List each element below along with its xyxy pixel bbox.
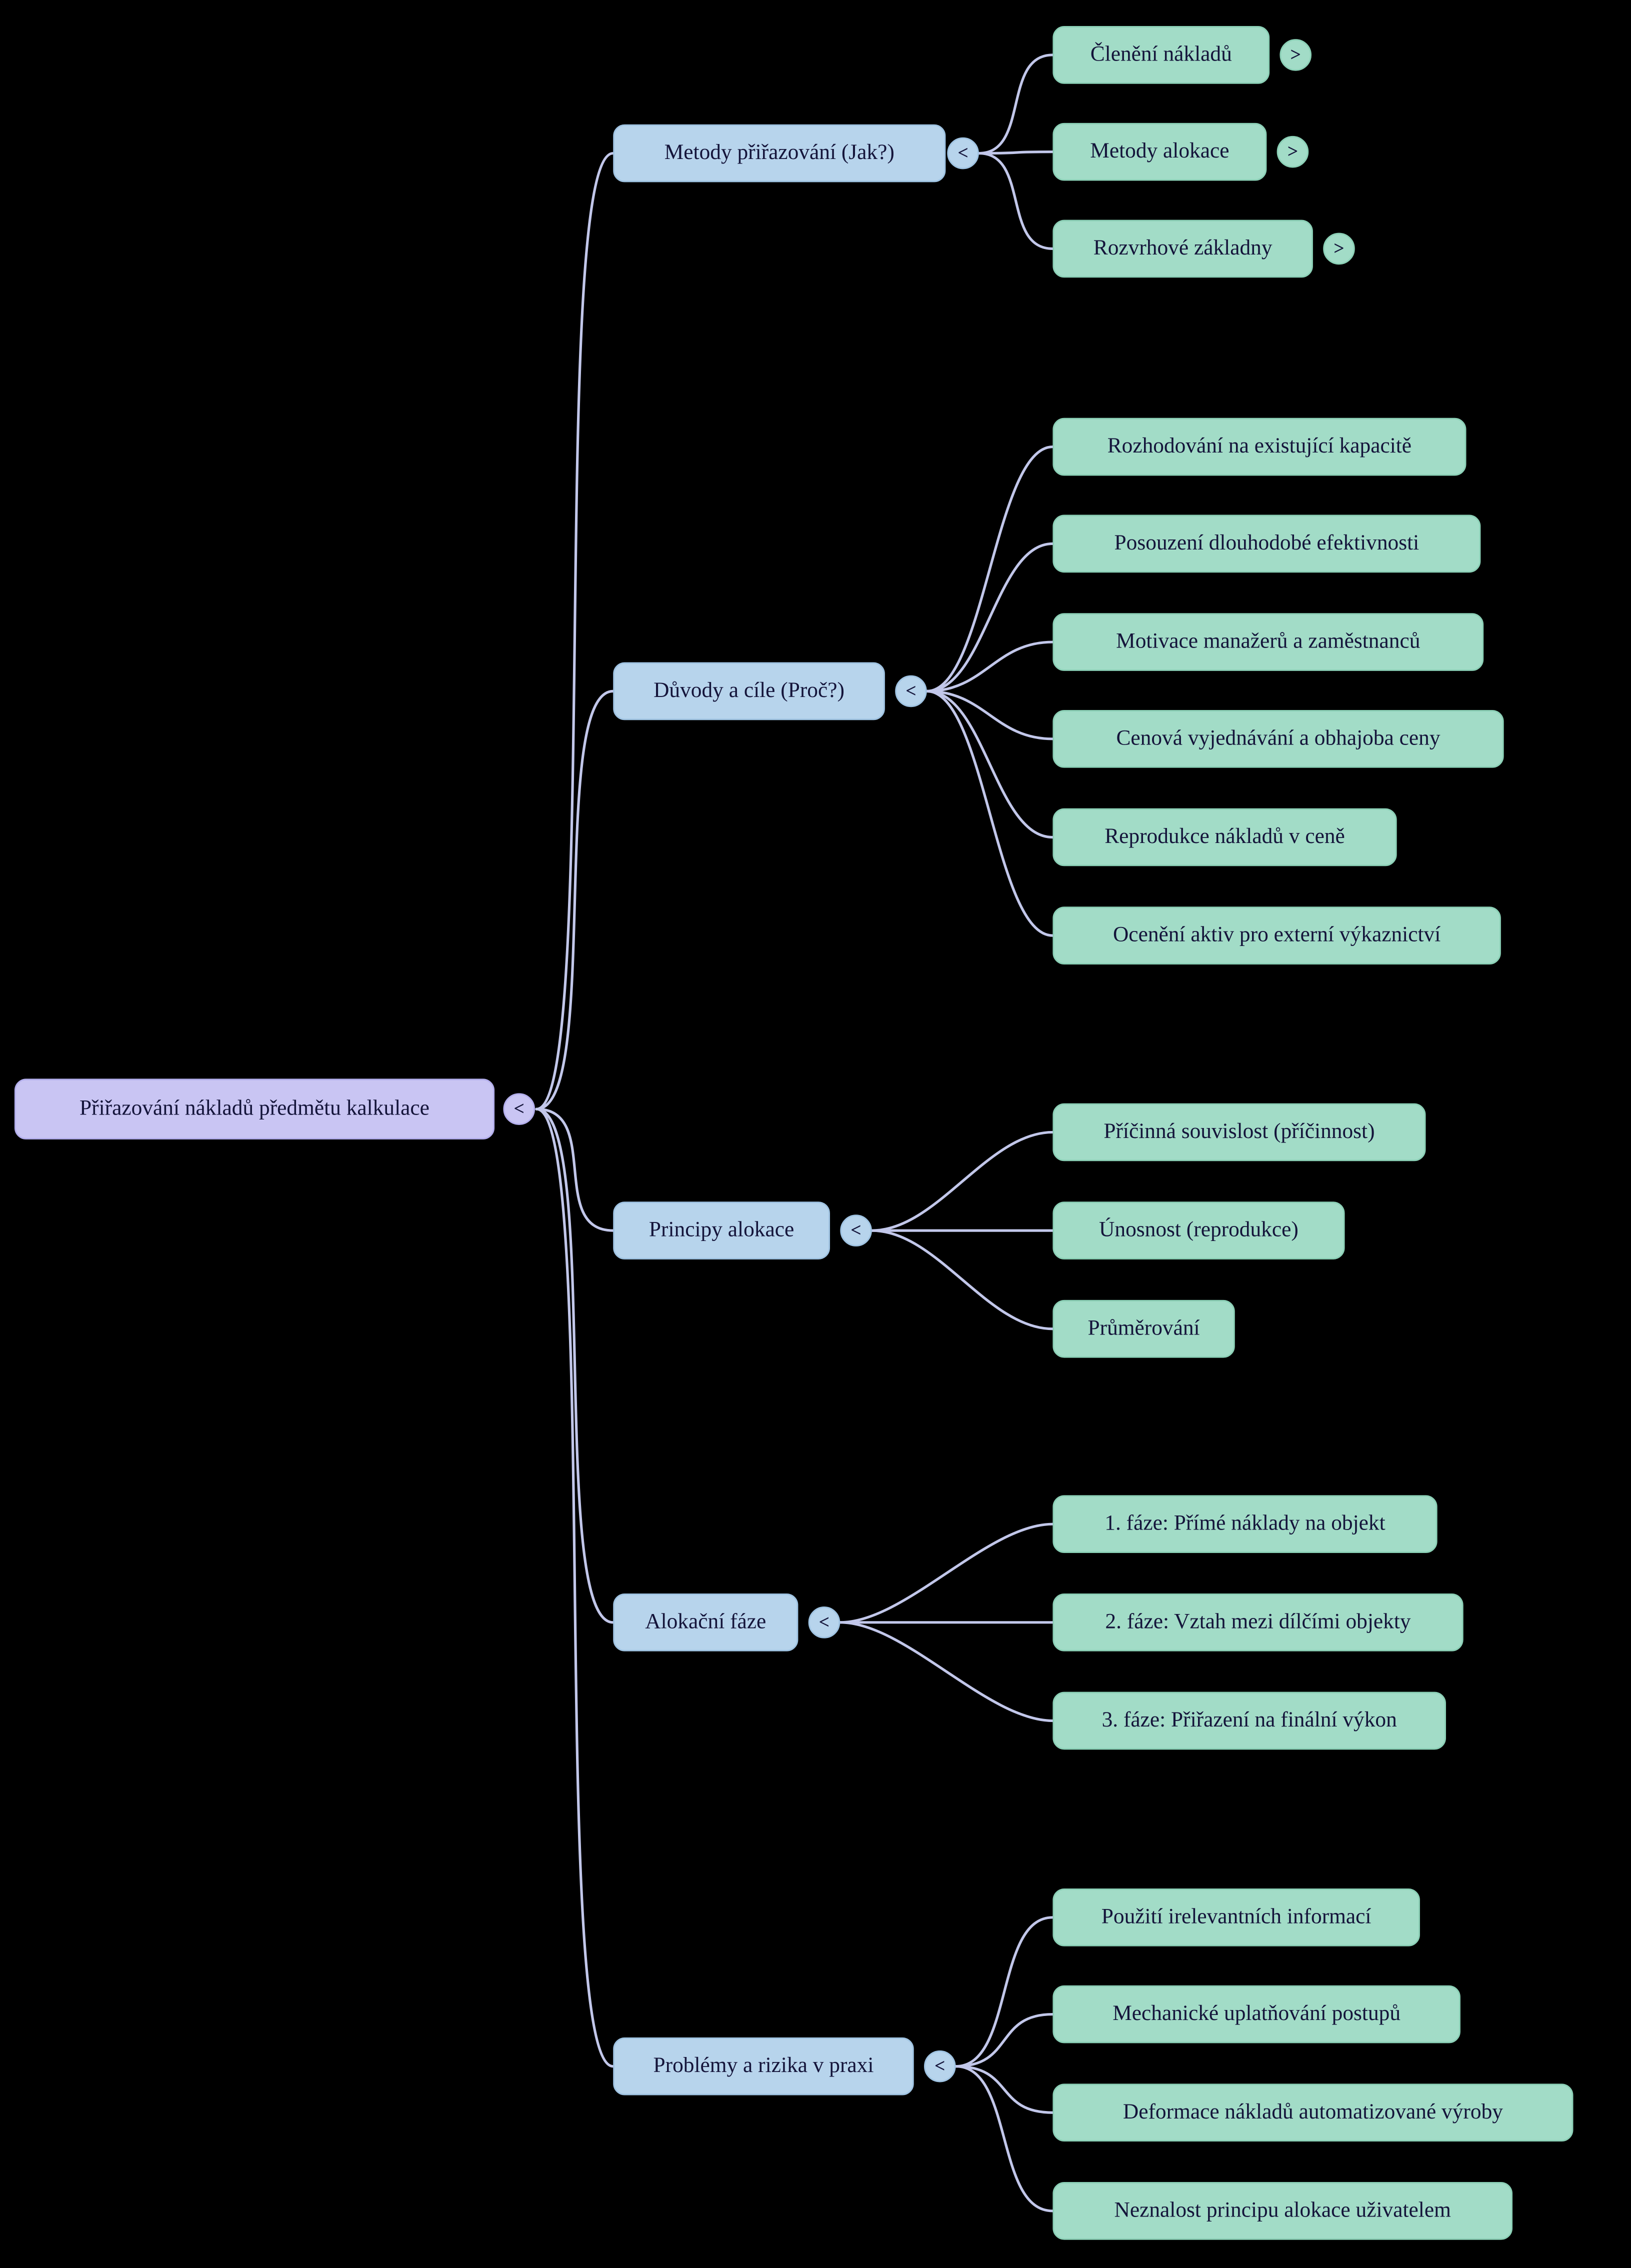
leaf-node-pricinna-souvislost: Příčinná souvislost (příčinnost) (1052, 1103, 1426, 1162)
edge-branch0-leaf-2 (978, 152, 1054, 250)
leaf-node-label: Posouzení dlouhodobé efektivnosti (1114, 531, 1420, 555)
leaf-node-label: Použití irelevantních informací (1101, 1905, 1372, 1928)
leaf-node-oceneni-aktiv: Ocenění aktiv pro externí výkaznictví (1052, 906, 1501, 964)
edge-branch1-leaf-3 (926, 690, 1054, 740)
branch-node-label: Problémy a rizika v praxi (653, 2054, 874, 2078)
leaf-node-label: 3. fáze: Přiřazení na finální výkon (1102, 1708, 1397, 1732)
branch-collapse-toggle[interactable]: < (895, 675, 927, 708)
edge-branch4-leaf-0 (954, 1916, 1054, 2068)
edge-branch1-leaf-4 (926, 690, 1054, 839)
leaf-node-posouzeni-efektivnosti: Posouzení dlouhodobé efektivnosti (1052, 514, 1481, 573)
leaf-node-label: Rozvrhové základny (1093, 236, 1272, 260)
edge-branch1-leaf-2 (926, 640, 1054, 692)
edge-branch3-leaf-2 (838, 1621, 1054, 1722)
edge-branch1-leaf-5 (926, 690, 1054, 937)
leaf-node-label: Členění nákladů (1090, 42, 1232, 66)
root-node-label: Přiřazování nákladů předmětu kalkulace (80, 1096, 430, 1120)
branch-node-metody-prirazovani: Metody přiřazování (Jak?) (613, 124, 946, 182)
leaf-expand-toggle[interactable]: > (1276, 136, 1309, 168)
edge-branch2-leaf-2 (870, 1229, 1054, 1330)
leaf-node-label: Reprodukce nákladů v ceně (1104, 824, 1345, 848)
leaf-node-faze-2: 2. fáze: Vztah mezi dílčími objekty (1052, 1593, 1464, 1652)
leaf-node-motivace: Motivace manažerů a zaměstnanců (1052, 613, 1484, 671)
branch-node-label: Alokační fáze (645, 1610, 766, 1634)
edge-root-branch-3 (535, 1108, 614, 1624)
root-node: Přiřazování nákladů předmětu kalkulace (14, 1078, 495, 1140)
leaf-node-neznalost-principu: Neznalost principu alokace uživatelem (1052, 2182, 1513, 2240)
edge-branch3-leaf-0 (838, 1522, 1054, 1624)
edge-branch0-leaf-0 (978, 54, 1054, 155)
branch-collapse-toggle[interactable]: < (924, 2050, 956, 2082)
leaf-node-metody-alokace: Metody alokace (1052, 122, 1267, 181)
leaf-expand-toggle[interactable]: > (1280, 39, 1312, 71)
leaf-node-unosnost: Únosnost (reprodukce) (1052, 1202, 1345, 1260)
edge-root-branch-1 (535, 690, 614, 1110)
leaf-node-label: Metody alokace (1090, 140, 1230, 163)
leaf-node-mechanicke-uplatnovani: Mechanické uplatňování postupů (1052, 1985, 1460, 2044)
leaf-node-label: 2. fáze: Vztah mezi dílčími objekty (1105, 1610, 1411, 1634)
branch-node-duvody-a-cile: Důvody a cíle (Proč?) (613, 662, 885, 720)
leaf-node-prumerovani: Průměrování (1052, 1300, 1235, 1358)
branch-collapse-toggle[interactable]: < (947, 137, 979, 170)
root-collapse-toggle[interactable]: < (503, 1093, 536, 1125)
branch-node-label: Principy alokace (648, 1218, 794, 1242)
branch-collapse-toggle[interactable]: < (808, 1606, 840, 1638)
leaf-node-label: Průměrování (1088, 1316, 1200, 1340)
leaf-node-cenova-vyjednavani: Cenová vyjednávání a obhajoba ceny (1052, 710, 1504, 768)
leaf-node-reprodukce-nakladu: Reprodukce nákladů v ceně (1052, 808, 1397, 866)
edge-branch1-leaf-0 (926, 446, 1054, 692)
leaf-node-label: Únosnost (reprodukce) (1099, 1218, 1298, 1242)
edge-root-branch-2 (535, 1108, 614, 1232)
leaf-node-label: 1. fáze: Přímé náklady na objekt (1104, 1512, 1386, 1535)
leaf-node-label: Ocenění aktiv pro externí výkaznictví (1112, 923, 1441, 946)
edge-branch4-leaf-2 (954, 2065, 1054, 2114)
leaf-node-label: Motivace manažerů a zaměstnanců (1116, 630, 1420, 653)
leaf-node-cleneni-nakladu: Členění nákladů (1052, 26, 1270, 84)
branch-node-principy-alokace: Principy alokace (613, 1202, 830, 1260)
leaf-node-label: Mechanické uplatňování postupů (1112, 2002, 1401, 2026)
leaf-node-label: Příčinná souvislost (příčinnost) (1104, 1120, 1375, 1144)
branch-node-alokacni-faze: Alokační fáze (613, 1593, 798, 1652)
edge-branch1-leaf-1 (926, 542, 1054, 692)
leaf-node-faze-1: 1. fáze: Přímé náklady na objekt (1052, 1495, 1438, 1554)
leaf-node-label: Deformace nákladů automatizované výroby (1122, 2100, 1503, 2124)
leaf-node-rozvrhove-zakladny: Rozvrhové základny (1052, 220, 1313, 278)
leaf-node-deformace-nakladu: Deformace nákladů automatizované výroby (1052, 2084, 1574, 2142)
branch-node-problemy-a-rizika: Problémy a rizika v praxi (613, 2037, 914, 2096)
leaf-expand-toggle[interactable]: > (1323, 232, 1355, 265)
branch-collapse-toggle[interactable]: < (840, 1214, 872, 1246)
leaf-node-label: Rozhodování na existující kapacitě (1107, 434, 1412, 458)
branch-node-label: Metody přiřazování (Jak?) (664, 140, 894, 164)
leaf-node-label: Cenová vyjednávání a obhajoba ceny (1116, 726, 1440, 750)
branch-node-label: Důvody a cíle (Proč?) (654, 678, 844, 702)
edge-root-branch-0 (535, 152, 614, 1110)
edge-branch0-leaf-1 (978, 150, 1054, 155)
edge-branch2-leaf-0 (870, 1130, 1054, 1232)
leaf-node-faze-3: 3. fáze: Přiřazení na finální výkon (1052, 1692, 1446, 1750)
leaf-node-label: Neznalost principu alokace uživatelem (1114, 2198, 1451, 2222)
edge-branch4-leaf-3 (954, 2065, 1054, 2212)
edge-root-branch-4 (535, 1108, 614, 2068)
leaf-node-rozhodovani-kapacita: Rozhodování na existující kapacitě (1052, 418, 1466, 476)
leaf-node-irelevantni-informace: Použití irelevantních informací (1052, 1888, 1420, 1946)
edge-branch4-leaf-1 (954, 2012, 1054, 2068)
